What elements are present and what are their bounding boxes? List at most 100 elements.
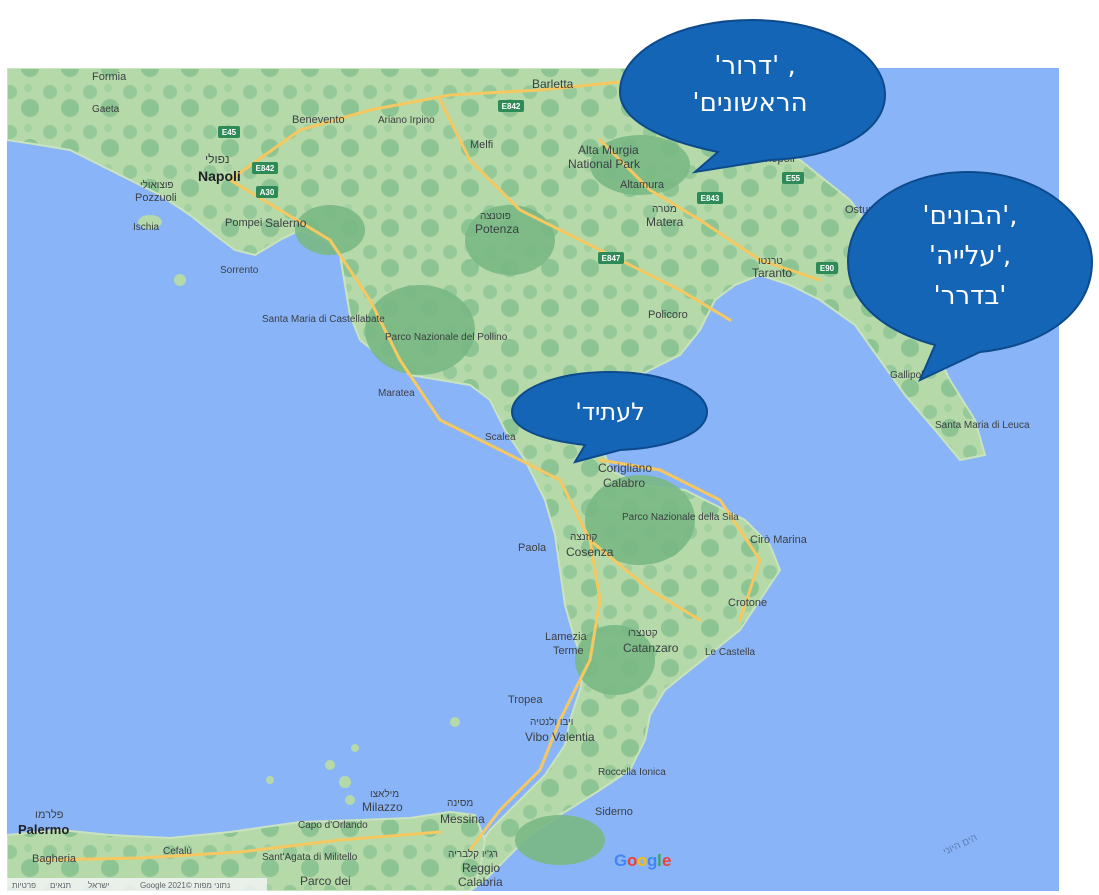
label-altamura: Altamura (620, 179, 665, 191)
google-logo-letter: g (647, 851, 657, 870)
svg-text:E55: E55 (786, 174, 801, 183)
road-shield: A30 (256, 186, 278, 198)
svg-text:E842: E842 (502, 102, 521, 111)
label-pozzuoli-he: פוצואולי (140, 179, 174, 191)
island-stromboli (450, 717, 460, 727)
label-vibo: Vibo Valentia (525, 730, 595, 744)
label-ciro-marina: Cirò Marina (750, 534, 808, 546)
label-cefalu: Cefalù (163, 846, 192, 857)
label-calabro: Calabro (603, 476, 645, 490)
label-paola: Paola (518, 542, 547, 554)
road-shields: E45 E842 A30 E842 E843 E847 E90 E55 (218, 100, 838, 274)
label-vibo-he: ויבו ולנטיה (530, 716, 573, 728)
svg-text:E847: E847 (602, 254, 621, 263)
road-shield: E55 (782, 172, 804, 184)
island-vulcano (345, 795, 355, 805)
google-logo-letter: e (662, 851, 671, 870)
label-sila: Parco Nazionale della Sila (622, 512, 739, 523)
island-panarea (351, 744, 359, 752)
label-capo: Capo d'Orlando (298, 820, 368, 831)
copyright-text: Google 2021© נתוני מפות (140, 881, 230, 890)
label-potenza-he: פוטנצה (480, 211, 511, 222)
label-napoli-he: נפולי (205, 152, 230, 166)
label-potenza: Potenza (475, 222, 519, 236)
label-ariano: Ariano Irpino (378, 115, 435, 126)
label-parco-dei: Parco dei (300, 874, 351, 888)
island-ischia (138, 215, 162, 229)
label-formia: Formia (92, 71, 127, 83)
google-logo-letter: o (637, 851, 647, 870)
label-gaeta: Gaeta (92, 104, 120, 115)
label-catanzaro: Catanzaro (623, 641, 679, 655)
road-shield: E90 (816, 262, 838, 274)
google-logo-letter: o (627, 851, 637, 870)
label-santa-maria-cast: Santa Maria di Castellabate (262, 314, 385, 325)
road-shield: E842 (252, 162, 278, 174)
label-reggio: Reggio (462, 861, 500, 875)
label-napoli: Napoli (198, 168, 241, 184)
bubble-dror-line2: 'הראשונים (692, 88, 807, 118)
label-tropea: Tropea (508, 694, 543, 706)
label-milazzo: Milazzo (362, 800, 403, 814)
label-cosenza: Cosenza (566, 545, 614, 559)
island-salina (325, 760, 335, 770)
road-shield: E45 (218, 126, 240, 138)
label-santagata: Sant'Agata di Militello (262, 852, 358, 863)
road-shield: E842 (498, 100, 524, 112)
label-national-park: National Park (568, 157, 641, 171)
label-melfi: Melfi (470, 139, 493, 151)
label-ischia: Ischia (133, 222, 160, 233)
label-siderno: Siderno (595, 806, 633, 818)
region-label: ישראל (88, 881, 109, 890)
label-pozzuoli: Pozzuoli (135, 192, 177, 204)
label-policoro: Policoro (648, 309, 688, 321)
terms-link[interactable]: תנאים (50, 881, 71, 890)
label-cosenza-he: קוזנצה (570, 532, 598, 543)
svg-text:A30: A30 (260, 188, 275, 197)
label-taranto-he: טרנטו (758, 256, 783, 267)
label-pompei: Pompei (225, 217, 262, 229)
label-barletta: Barletta (532, 77, 574, 91)
google-logo-letter: l (657, 851, 662, 870)
label-corigliano: Corigliano (598, 461, 652, 475)
label-reggio-he: רג'יו קלבריה (448, 848, 498, 860)
bubble-bonim-line2: 'עלייה', (929, 241, 1011, 271)
label-messina: Messina (440, 812, 485, 826)
label-pollino: Parco Nazionale del Pollino (385, 332, 508, 343)
label-santa-maria: Santa Maria di Leuca (935, 420, 1030, 431)
label-palermo-he: פלרמו (35, 808, 64, 821)
svg-text:E843: E843 (701, 194, 720, 203)
svg-text:E90: E90 (820, 264, 835, 273)
label-benevento: Benevento (292, 114, 345, 126)
svg-text:E45: E45 (222, 128, 237, 137)
label-crotone: Crotone (728, 597, 767, 609)
island-alicudi (266, 776, 274, 784)
road-shield: E847 (598, 252, 624, 264)
bubble-laatid-text: 'לעתיד (575, 398, 645, 426)
privacy-link[interactable]: פרטיות (12, 881, 36, 890)
label-gallipoli: Gallipoli (890, 370, 926, 381)
label-calabria: Calabria (458, 875, 503, 889)
bubble-dror-line1: 'דרור' , (714, 51, 795, 81)
label-roccella: Roccella Ionica (598, 767, 666, 778)
label-le-castella: Le Castella (705, 647, 755, 658)
attribution-bar: פרטיות תנאים ישראל Google 2021© נתוני מפ… (7, 878, 267, 891)
island-lipari (339, 776, 351, 788)
label-terme: Terme (553, 645, 584, 657)
park-areas (295, 135, 695, 865)
label-catanzaro-he: קטנצרו (628, 628, 658, 639)
bubble-dror: 'דרור' , 'הראשונים (618, 18, 887, 174)
bubble-bonim-line3: 'בדרר' (934, 281, 1007, 311)
bubble-bonim: 'הבונים', 'עלייה', 'בדרר' (846, 170, 1094, 383)
label-milazzo-he: מילאצו (370, 788, 399, 800)
label-lamezia: Lamezia (545, 631, 587, 643)
roads (38, 78, 822, 862)
label-alta-murgia: Alta Murgia (578, 143, 639, 157)
svg-text:E842: E842 (256, 164, 275, 173)
road-shield: E843 (697, 192, 723, 204)
label-maratea: Maratea (378, 388, 415, 399)
bubble-laatid: 'לעתיד (510, 370, 709, 464)
label-matera-he: מטרה (652, 204, 677, 215)
